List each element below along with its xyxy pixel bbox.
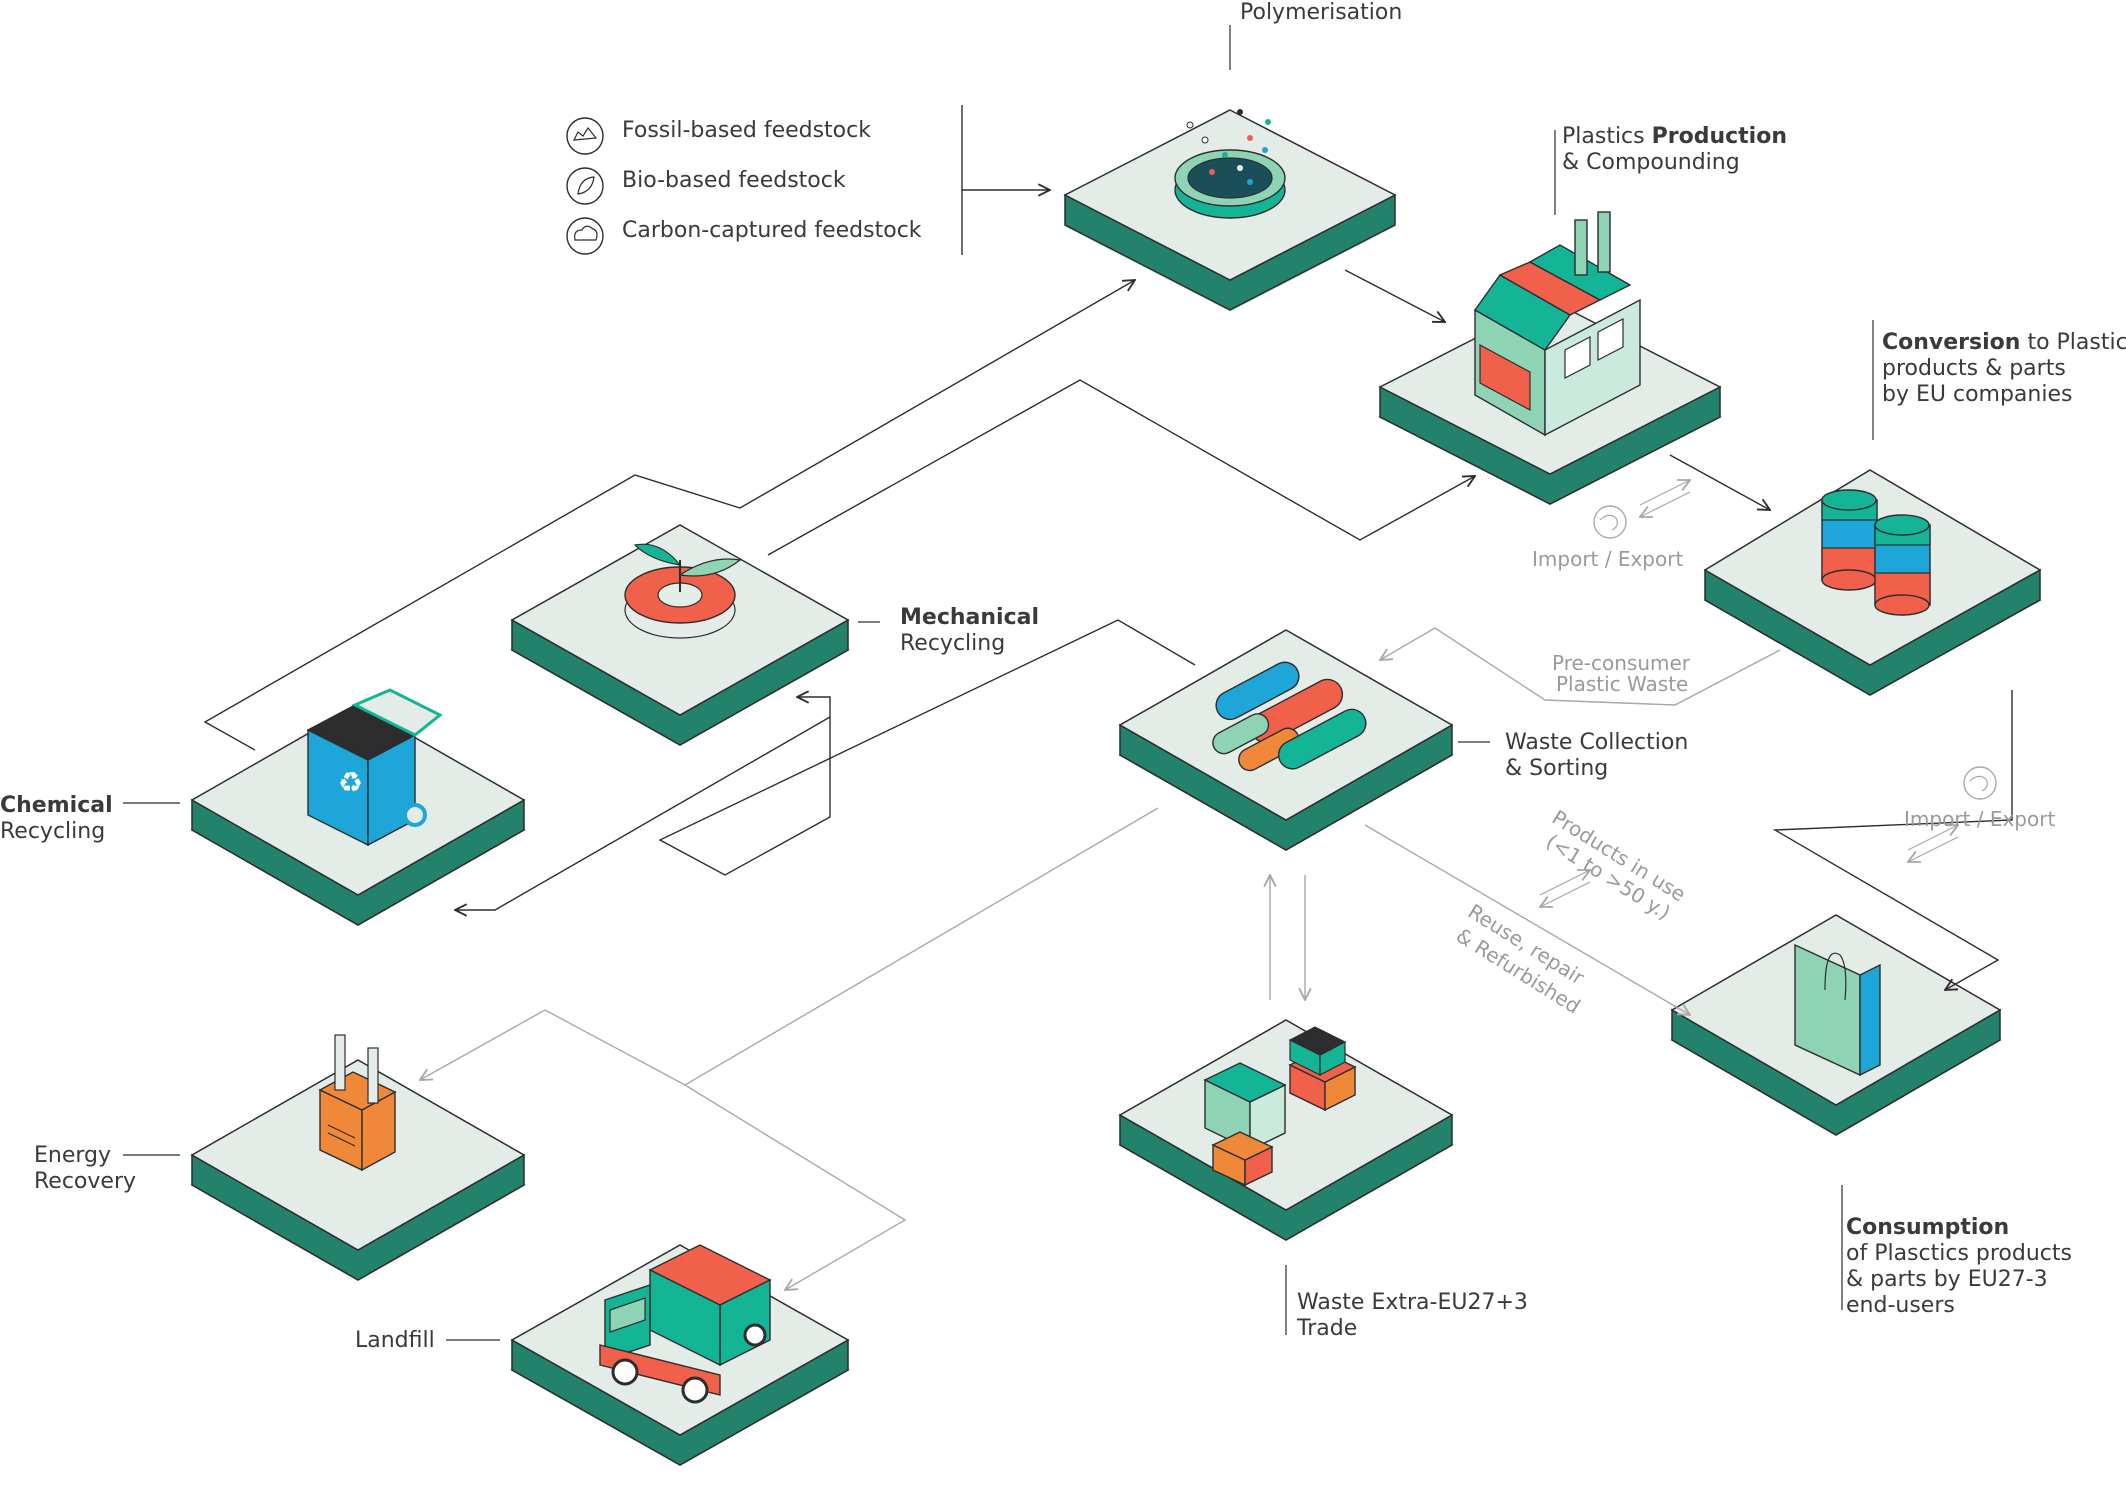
gear-sprout-icon (624, 543, 742, 639)
label-consumption: Consumption (1846, 1215, 2010, 1240)
label-landfill: Landfill (355, 1328, 435, 1353)
label-conversion-suffix: to Plastic (2020, 330, 2126, 355)
label-production-line2: & Compounding (1562, 150, 1740, 175)
label-energy-recovery-line2: Recovery (34, 1169, 137, 1194)
label-conversion-line2: products & parts (1882, 356, 2066, 381)
leaf-icon (566, 167, 604, 205)
label-mechanical-recycling-line2: Recycling (900, 631, 1006, 656)
label-consumption-line2: of Plasctics products (1846, 1241, 2072, 1266)
fossil-feedstock-icon (566, 117, 604, 155)
shopping-bag-icon (1794, 943, 1881, 1077)
label-energy-recovery: Energy (34, 1143, 112, 1168)
svg-text:♻: ♻ (338, 766, 363, 799)
power-plant-icon (318, 1034, 397, 1172)
label-chemical-recycling: Chemical (0, 793, 113, 818)
label-production-prefix: Plastics (1562, 124, 1652, 149)
label-waste-collection-line2: & Sorting (1505, 756, 1609, 781)
label-import-export-2: Import / Export (1904, 807, 2056, 831)
label-conversion: Conversion to Plastic (1882, 330, 2126, 356)
label-pre-consumer-line2: Plastic Waste (1556, 672, 1689, 696)
label-chemical-recycling-line2: Recycling (0, 819, 106, 844)
label-waste-trade: Waste Extra-EU27+3 (1297, 1290, 1528, 1315)
boxes-icon (1203, 1026, 1357, 1187)
label-conversion-line3: by EU companies (1882, 382, 2073, 407)
label-polymerisation: Polymerisation (1240, 0, 1403, 25)
feedstock-label-carbon: Carbon-captured feedstock (622, 218, 922, 243)
globe-icon-2 (1963, 766, 1997, 800)
factory-icon (1473, 211, 1641, 437)
co2-cloud-icon (566, 217, 604, 255)
pipes-icon (1212, 661, 1367, 772)
feedstock-label-fossil: Fossil-based feedstock (622, 118, 871, 143)
label-production-bold: Production (1651, 124, 1787, 149)
label-import-export-1: Import / Export (1532, 547, 1684, 571)
polymer-reactor-icon (1174, 109, 1286, 219)
flow-lines (123, 25, 2013, 1341)
label-consumption-line3: & parts by EU27-3 (1846, 1267, 2048, 1292)
label-waste-trade-line2: Trade (1297, 1316, 1358, 1341)
recycling-bin-icon: ♻ (306, 688, 443, 847)
feedstock-label-bio: Bio-based feedstock (622, 168, 846, 193)
label-conversion-bold: Conversion (1882, 330, 2021, 355)
label-pre-consumer: Pre-consumer (1552, 651, 1691, 675)
label-mechanical-recycling: Mechanical (900, 605, 1039, 630)
globe-icon (1593, 505, 1627, 539)
platform-waste-trade (1118, 1019, 1454, 1241)
label-waste-collection: Waste Collection (1505, 730, 1689, 755)
truck-icon (599, 1244, 772, 1404)
label-consumption-line4: end-users (1846, 1293, 1955, 1318)
label-production: Plastics Production (1562, 124, 1787, 150)
cylinders-icon (1821, 489, 1931, 616)
